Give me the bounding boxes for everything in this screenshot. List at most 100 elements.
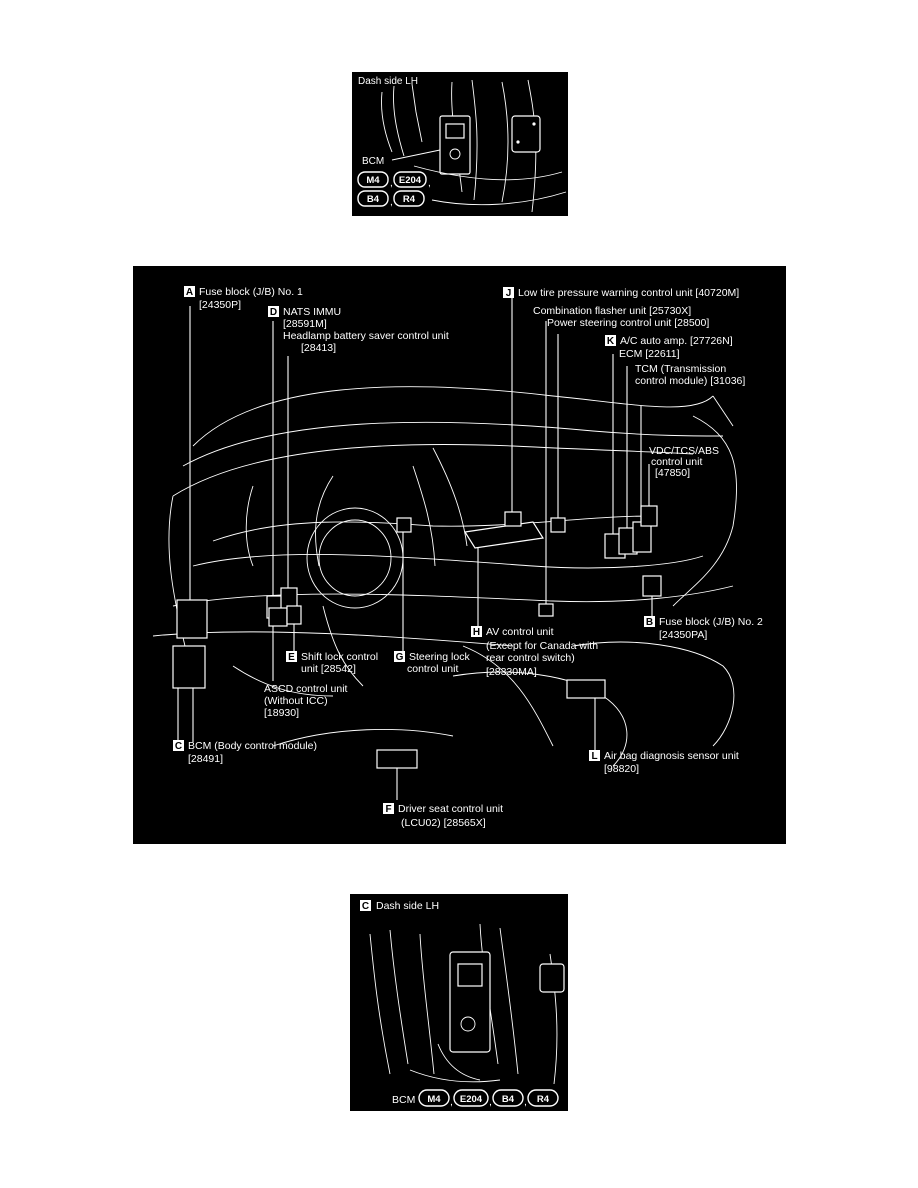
svg-text:(Except for Canada with: (Except for Canada with — [486, 640, 598, 652]
label-j: J Low tire pressure warning control unit… — [503, 287, 739, 299]
low-tire-box — [504, 511, 522, 527]
svg-text:R4: R4 — [403, 194, 416, 205]
vdc-box — [640, 505, 658, 527]
svg-text:[47850]: [47850] — [655, 467, 690, 479]
svg-text:control module) [31036]: control module) [31036] — [635, 375, 745, 387]
fuse-block-1-box — [176, 599, 208, 639]
driver-seat-box — [376, 749, 418, 769]
bcm-box — [172, 645, 206, 689]
bcm-mount — [449, 148, 461, 160]
svg-text:Driver seat control unit: Driver seat control unit — [398, 803, 503, 815]
svg-text:[28491]: [28491] — [188, 753, 223, 765]
svg-text:NATS IMMU: NATS IMMU — [283, 306, 341, 318]
svg-text:ASCD control unit: ASCD control unit — [264, 683, 348, 695]
bottom-badge-c: C — [360, 900, 371, 912]
svg-text:Fuse block (J/B) No. 1: Fuse block (J/B) No. 1 — [199, 286, 303, 298]
fuse-block-2-box — [642, 575, 662, 597]
svg-text:,: , — [450, 1096, 453, 1108]
bottom-figure-drawing: C Dash side LH BCM M4 , E204 , B4 , — [360, 900, 565, 1108]
bottom-bcm-label: BCM — [392, 1094, 415, 1106]
svg-text:E: E — [288, 652, 295, 663]
label-e: E Shift lock control unit [28542] — [286, 651, 378, 675]
svg-text:D: D — [270, 307, 277, 318]
svg-text:[18930]: [18930] — [264, 707, 299, 719]
svg-text:Power steering control unit [2: Power steering control unit [28500] — [547, 317, 709, 329]
top-connector-e204: E204 — [393, 171, 427, 188]
svg-text:[98820]: [98820] — [604, 763, 639, 775]
steering-lock-box — [396, 517, 412, 533]
bottom-title: Dash side LH — [376, 900, 439, 912]
main-figure-drawing: A Fuse block (J/B) No. 1 [24350P] D NATS… — [152, 286, 763, 829]
svg-text:[28413]: [28413] — [301, 342, 336, 354]
steering-wheel — [306, 507, 404, 687]
svg-text:Shift lock control: Shift lock control — [301, 651, 378, 663]
label-ascd: ASCD control unit (Without ICC) [18930] — [264, 683, 348, 719]
svg-text:,: , — [390, 178, 393, 189]
label-c: C BCM (Body control module) [28491] — [173, 740, 317, 765]
svg-text:B: B — [646, 617, 653, 628]
svg-text:Low tire pressure warning cont: Low tire pressure warning control unit [… — [518, 287, 739, 299]
svg-text:ECM [22611]: ECM [22611] — [619, 348, 680, 360]
main-figure-panel: A Fuse block (J/B) No. 1 [24350P] D NATS… — [133, 266, 786, 844]
power-steering-box — [550, 517, 566, 533]
label-k: K A/C auto amp. [27726N] ECM [22611] TCM… — [605, 335, 745, 479]
svg-text:R4: R4 — [537, 1094, 550, 1105]
bottom-figure-panel: C Dash side LH BCM M4 , E204 , B4 , — [350, 894, 568, 1111]
shift-lock-box — [286, 605, 302, 625]
svg-text:,: , — [428, 178, 431, 189]
leader-lines — [177, 296, 653, 800]
flasher-box — [538, 603, 554, 617]
bottom-connector-m4: M4 — [418, 1089, 450, 1107]
top-connector-b4: B4 — [357, 190, 389, 207]
bottom-connector-e204: E204 — [453, 1089, 489, 1107]
svg-text:TCM (Transmission: TCM (Transmission — [635, 363, 726, 375]
bottom-connector-r4: R4 — [527, 1089, 559, 1107]
svg-text:[28591M]: [28591M] — [283, 318, 327, 330]
svg-text:Fuse block (J/B) No. 2: Fuse block (J/B) No. 2 — [659, 616, 763, 628]
top-bcm-label: BCM — [362, 156, 384, 167]
bcm-connector — [457, 963, 483, 987]
svg-text:J: J — [506, 288, 512, 299]
svg-text:Headlamp battery saver control: Headlamp battery saver control unit — [283, 330, 449, 342]
svg-text:unit [28542]: unit [28542] — [301, 663, 356, 675]
svg-text:B4: B4 — [502, 1094, 515, 1105]
svg-text:B4: B4 — [367, 194, 380, 205]
top-connector-r4: R4 — [393, 190, 425, 207]
top-figure-panel: Dash side LH BCM M4 , E204 , B4 , R4 — [352, 72, 568, 216]
top-title: Dash side LH — [358, 76, 418, 87]
svg-text:,: , — [489, 1096, 492, 1108]
pedal — [511, 115, 541, 153]
svg-text:Combination flasher unit [2573: Combination flasher unit [25730X] — [533, 305, 691, 317]
svg-text:C: C — [175, 741, 182, 752]
svg-text:,: , — [390, 197, 393, 208]
svg-text:H: H — [473, 627, 480, 638]
svg-text:L: L — [591, 751, 597, 762]
label-d: D NATS IMMU [28591M] Headlamp battery sa… — [268, 306, 449, 354]
bcm-connector — [445, 123, 465, 139]
svg-text:M4: M4 — [427, 1094, 441, 1105]
label-f: F Driver seat control unit (LCU02) [2856… — [383, 803, 503, 829]
label-a: A Fuse block (J/B) No. 1 [24350P] — [184, 286, 303, 311]
svg-text:M4: M4 — [366, 175, 380, 186]
svg-text:,: , — [524, 1096, 527, 1108]
svg-text:A: A — [186, 287, 193, 298]
airbag-sensor-box — [566, 679, 606, 699]
svg-text:E204: E204 — [399, 175, 422, 186]
label-flasher: Combination flasher unit [25730X] Power … — [533, 305, 709, 329]
svg-text:F: F — [385, 804, 391, 815]
svg-text:control unit: control unit — [651, 456, 702, 468]
bottom-connector-b4: B4 — [492, 1089, 524, 1107]
dashboard-outline — [152, 386, 738, 767]
label-l: L Air bag diagnosis sensor unit [98820] — [589, 750, 739, 775]
svg-text:[24350PA]: [24350PA] — [659, 629, 707, 641]
svg-text:C: C — [362, 901, 369, 912]
top-figure-drawing: Dash side LH BCM M4 , E204 , B4 , R4 — [357, 76, 567, 213]
top-connector-m4: M4 — [357, 171, 389, 188]
svg-text:[28330MA]: [28330MA] — [486, 666, 537, 678]
pedal — [539, 963, 565, 993]
svg-text:BCM (Body control module): BCM (Body control module) — [188, 740, 317, 752]
svg-text:K: K — [607, 336, 615, 347]
svg-text:Air bag diagnosis sensor unit: Air bag diagnosis sensor unit — [604, 750, 739, 762]
label-b: B Fuse block (J/B) No. 2 [24350PA] — [644, 616, 763, 641]
svg-text:Steering lock: Steering lock — [409, 651, 470, 663]
